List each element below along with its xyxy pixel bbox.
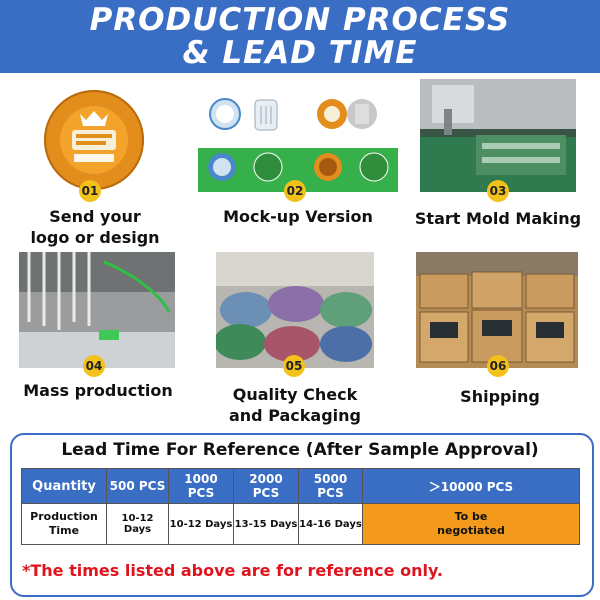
step-4-caption: Mass production [8,380,188,401]
time-1000: 10-12 Days [168,503,234,545]
step-1-caption-line1: Send your [49,207,141,226]
step-6-caption: Shipping [410,386,590,407]
row-label-line2: Time [48,524,80,537]
step-2-mockup-image [198,84,398,192]
header-500: 500 PCS [106,468,169,504]
step-3-badge: 03 [487,180,509,202]
step-5-caption: Quality Check and Packaging [205,384,385,426]
step-3-caption: Start Mold Making [408,208,588,229]
step-2-caption-line1: Mock-up Version [223,207,373,226]
header-banner [0,0,600,73]
step-5-caption-line2: and Packaging [228,406,361,425]
step-4-production-image [19,252,175,368]
negotiated-line1: To be [454,510,488,523]
step-1-caption: Send your logo or design [20,206,170,248]
negotiated-line2: negotiated [437,524,505,537]
header-5000: 5000 PCS [298,468,363,504]
lead-time-data-row: Production Time 10-12 Days 10-12 Days 13… [21,503,580,545]
step-5-badge: 05 [283,355,305,377]
header-2000: 2000 PCS [233,468,299,504]
row-label: Production Time [21,503,107,545]
reference-note: *The times listed above are for referenc… [22,561,443,580]
step-6-badge: 06 [487,355,509,377]
lead-time-panel [10,433,594,597]
header-title-line1: PRODUCTION PROCESS [89,2,511,38]
step-2-badge: 02 [284,180,306,202]
step-3-caption-line1: Start Mold Making [414,209,582,228]
step-1-logo-image [34,88,154,198]
header-quantity: Quantity [21,468,107,504]
lead-time-header-row: Quantity 500 PCS 1000 PCS 2000 PCS 5000 … [21,468,580,504]
lead-time-title: Lead Time For Reference (After Sample Ap… [61,440,539,460]
step-1-caption-line2: logo or design [30,228,160,247]
lead-time-table: Quantity 500 PCS 1000 PCS 2000 PCS 5000 … [21,468,580,545]
header-10000: ＞10000 PCS [362,468,580,504]
header-1000: 1000 PCS [168,468,234,504]
step-4-caption-line1: Mass production [23,381,173,400]
time-5000: 14-16 Days [298,503,363,545]
time-500: 10-12 Days [106,503,169,545]
row-label-line1: Production [30,510,98,523]
time-10000: To be negotiated [362,503,580,545]
step-6-shipping-image [416,252,578,368]
step-6-caption-line1: Shipping [460,387,540,406]
step-5-caption-line1: Quality Check [232,385,358,404]
step-4-badge: 04 [83,355,105,377]
step-5-quality-image [216,252,374,368]
step-2-caption: Mock-up Version [198,206,398,227]
time-2000: 13-15 Days [233,503,299,545]
header-title-line2: & LEAD TIME [182,35,418,71]
step-3-mold-image [420,79,576,192]
step-1-badge: 01 [79,180,101,202]
